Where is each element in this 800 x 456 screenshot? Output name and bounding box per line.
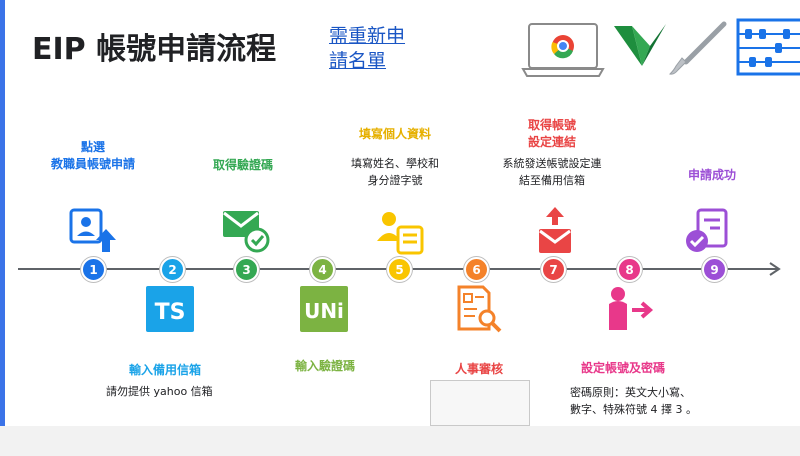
uni-icon: UNi <box>300 286 348 332</box>
timeline-arrow-icon <box>769 262 781 276</box>
reapply-list-link[interactable]: 需重新申 請名單 <box>329 24 439 74</box>
step-7-label-line1: 取得帳號 <box>527 118 576 132</box>
step-7-label-line2: 設定連結 <box>527 135 576 149</box>
step-8-desc-line2: 數字、特殊符號 4 擇 3 。 <box>570 403 697 416</box>
step-7-desc-line1: 系統發送帳號設定連 <box>502 157 602 170</box>
person-arrow-icon <box>609 287 654 330</box>
step-8-node: 8 <box>617 257 642 282</box>
abacus-icon <box>736 18 800 76</box>
step-7-node: 7 <box>541 257 566 282</box>
step-7-label: 取得帳號 設定連結 <box>500 117 604 151</box>
step-5-desc-line2: 身分證字號 <box>367 174 423 187</box>
brush-icon <box>669 21 727 75</box>
step-8-desc: 密碼原則：英文大小寫、 數字、特殊符號 4 擇 3 。 <box>570 384 697 418</box>
step-8-desc-line1: 密碼原則：英文大小寫、 <box>570 386 691 399</box>
step-7-desc: 系統發送帳號設定連 結至備用信箱 <box>484 155 620 189</box>
step-2-node: 2 <box>160 257 185 282</box>
step-6-node: 6 <box>464 257 489 282</box>
review-placeholder-box <box>430 380 530 426</box>
ts-icon: TS <box>146 286 194 332</box>
svg-text:UNi: UNi <box>304 299 344 323</box>
profile-form-icon <box>377 212 424 255</box>
step-5-node: 5 <box>387 257 412 282</box>
step-5-desc-line1: 填寫姓名、學校和 <box>351 157 439 170</box>
bottom-band <box>0 426 800 456</box>
step-3-label: 取得驗證碼 <box>212 158 273 172</box>
step-1-node: 1 <box>81 257 106 282</box>
step-2-desc: 請勿提供 yahoo 信箱 <box>106 385 213 398</box>
step-3-node: 3 <box>234 257 259 282</box>
step-6-label: 人事審核 <box>454 362 503 376</box>
reapply-link-line1: 需重新申 <box>329 25 406 47</box>
step-5-desc: 填寫姓名、學校和 身分證字號 <box>330 155 460 189</box>
step-8-label: 設定帳號及密碼 <box>580 361 665 375</box>
document-review-icon <box>457 285 502 333</box>
success-form-icon <box>686 208 728 252</box>
mail-upload-icon <box>539 207 571 253</box>
step-1-label: 點選 教職員帳號申請 <box>18 139 168 173</box>
page-title: EIP 帳號申請流程 <box>32 32 277 67</box>
step-1-label-line1: 點選 <box>80 140 105 154</box>
step-1-label-line2: 教職員帳號申請 <box>50 157 135 171</box>
laptop-chrome-icon <box>521 23 605 77</box>
step-7-desc-line2: 結至備用信箱 <box>519 174 585 187</box>
mail-check-icon <box>223 211 270 253</box>
left-accent-bar <box>0 0 5 426</box>
step-5-label: 填寫個人資料 <box>358 127 431 141</box>
green-v-logo-icon <box>614 24 666 66</box>
reapply-link-line2: 請名單 <box>329 50 387 72</box>
step-2-label: 輸入備用信箱 <box>128 363 201 377</box>
step-4-label: 輸入驗證碼 <box>294 359 355 373</box>
step-4-node: 4 <box>310 257 335 282</box>
svg-text:TS: TS <box>155 300 186 325</box>
user-upload-icon <box>69 208 116 252</box>
step-9-node: 9 <box>702 257 727 282</box>
step-9-label: 申請成功 <box>687 168 736 182</box>
